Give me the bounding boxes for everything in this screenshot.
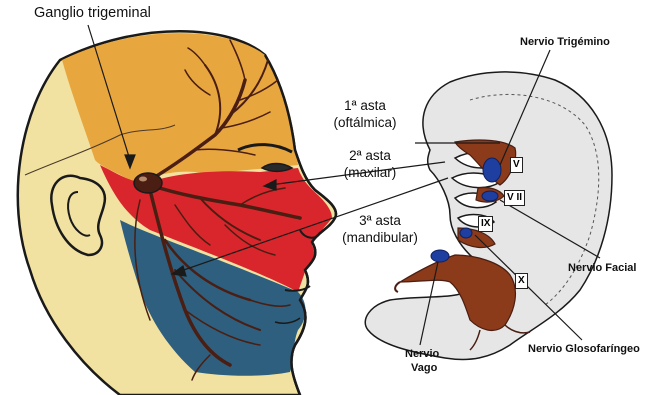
label-nervio-glosofaringeo: Nervio Glosofaríngeo	[528, 343, 640, 356]
label-asta2-sub: (maxilar)	[330, 165, 410, 181]
ganglion-x	[431, 250, 449, 262]
label-nervio-facial: Nervio Facial	[568, 262, 636, 275]
roman-ix-box: IX	[478, 216, 493, 232]
label-nervio-vago-2: Vago	[411, 362, 437, 375]
label-ganglio-trigeminal: Ganglio trigeminal	[34, 5, 151, 22]
vagus-tail	[395, 282, 400, 292]
label-nervio-trigemino: Nervio Trigémino	[520, 36, 610, 49]
head-illustration	[18, 31, 336, 395]
label-asta2: 2ª asta	[330, 148, 410, 164]
label-asta1: 1ª asta	[320, 98, 410, 114]
roman-x-box: X	[515, 273, 528, 289]
roman-v-box: V	[510, 157, 523, 173]
roman-vii-box: V II	[504, 190, 525, 206]
ganglion-v	[483, 158, 501, 182]
label-asta1-sub: (oftálmica)	[318, 115, 412, 131]
label-asta3: 3ª asta	[330, 213, 430, 229]
ganglion-vii	[482, 191, 498, 201]
trigeminal-ganglion	[134, 173, 162, 193]
ganglion-ix	[460, 228, 472, 238]
label-nervio-vago-1: Nervio	[405, 348, 439, 361]
label-asta3-sub: (mandibular)	[330, 230, 430, 246]
